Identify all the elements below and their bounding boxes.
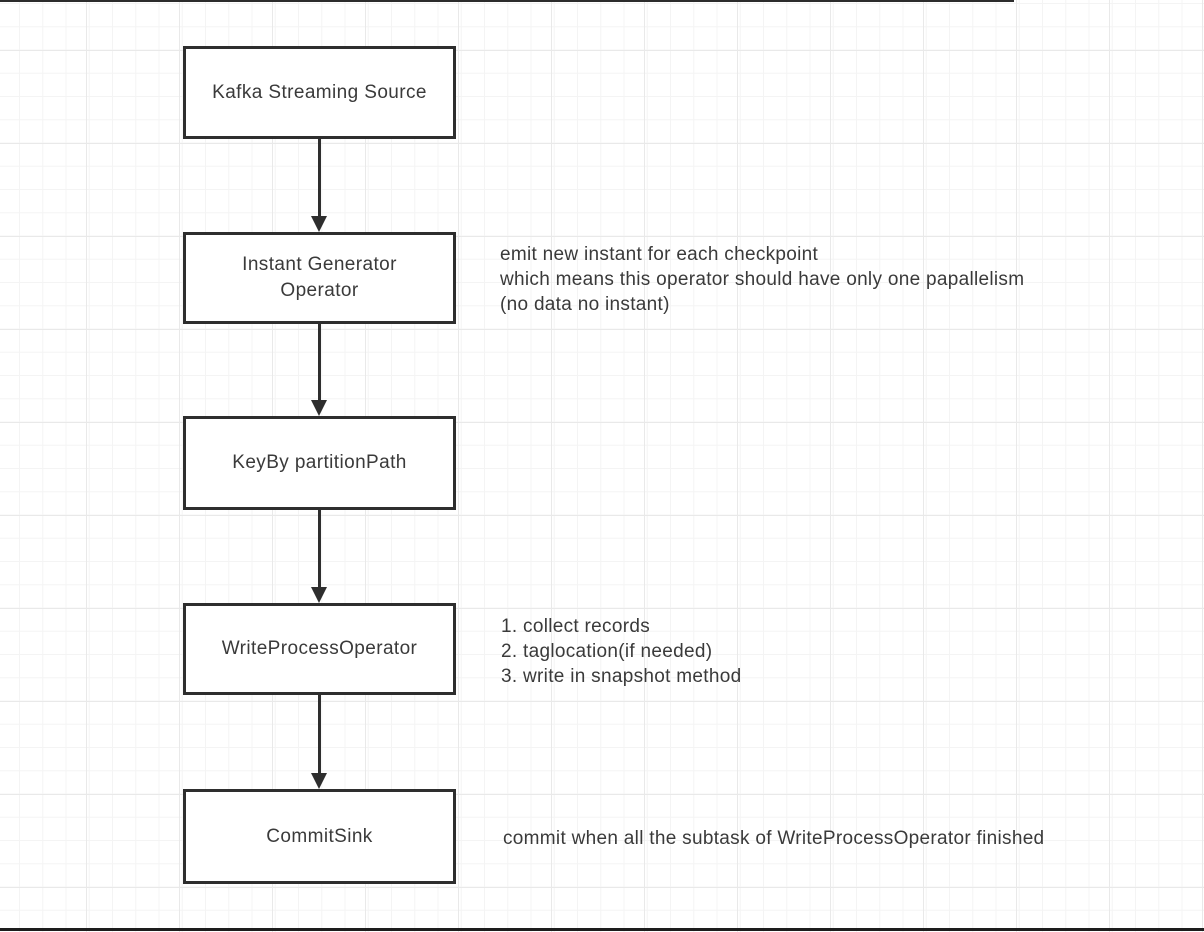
annotation-line: 2. taglocation(if needed) — [501, 641, 713, 662]
flow-node-label: Instant Generator Operator — [242, 254, 397, 301]
connector-writeprocess-to-commitsink[interactable] — [318, 695, 321, 775]
flow-node-write-process-operator[interactable]: WriteProcessOperator — [183, 603, 456, 695]
annotation-line: emit new instant for each checkpoint — [500, 244, 819, 265]
flow-node-keyby-partitionpath[interactable]: KeyBy partitionPath — [183, 416, 456, 510]
flow-node-label: KeyBy partitionPath — [232, 452, 407, 473]
connector-kafka-to-instant[interactable] — [318, 139, 321, 218]
annotation-instant-generator-operator[interactable]: emit new instant for each checkpoint whi… — [500, 242, 1024, 317]
annotation-commit-sink[interactable]: commit when all the subtask of WriteProc… — [503, 826, 1044, 851]
annotation-line: 1. collect records — [501, 616, 651, 637]
flow-node-label: WriteProcessOperator — [221, 638, 418, 659]
annotation-line: 3. write in snapshot method — [501, 666, 742, 687]
arrow-down-icon — [311, 400, 327, 416]
annotation-line: commit when all the subtask of WriteProc… — [503, 828, 1045, 849]
flow-node-kafka-streaming-source[interactable]: Kafka Streaming Source — [183, 46, 456, 139]
arrow-down-icon — [311, 773, 327, 789]
connector-keyby-to-writeprocess[interactable] — [318, 510, 321, 589]
arrow-down-icon — [311, 587, 327, 603]
annotation-line: (no data no instant) — [500, 294, 670, 315]
annotation-write-process-operator[interactable]: 1. collect records 2. taglocation(if nee… — [501, 614, 741, 689]
page-edge-bottom-line — [0, 928, 1204, 931]
annotation-line: which means this operator should have on… — [500, 269, 1025, 290]
flow-node-label: CommitSink — [266, 825, 373, 847]
connector-instant-to-keyby[interactable] — [318, 324, 321, 402]
flow-node-label: Kafka Streaming Source — [212, 81, 427, 103]
arrow-down-icon — [311, 216, 327, 232]
flow-node-commit-sink[interactable]: CommitSink — [183, 789, 456, 884]
flow-node-instant-generator-operator[interactable]: Instant Generator Operator — [183, 232, 456, 324]
page-edge-top-line — [0, 0, 1014, 2]
